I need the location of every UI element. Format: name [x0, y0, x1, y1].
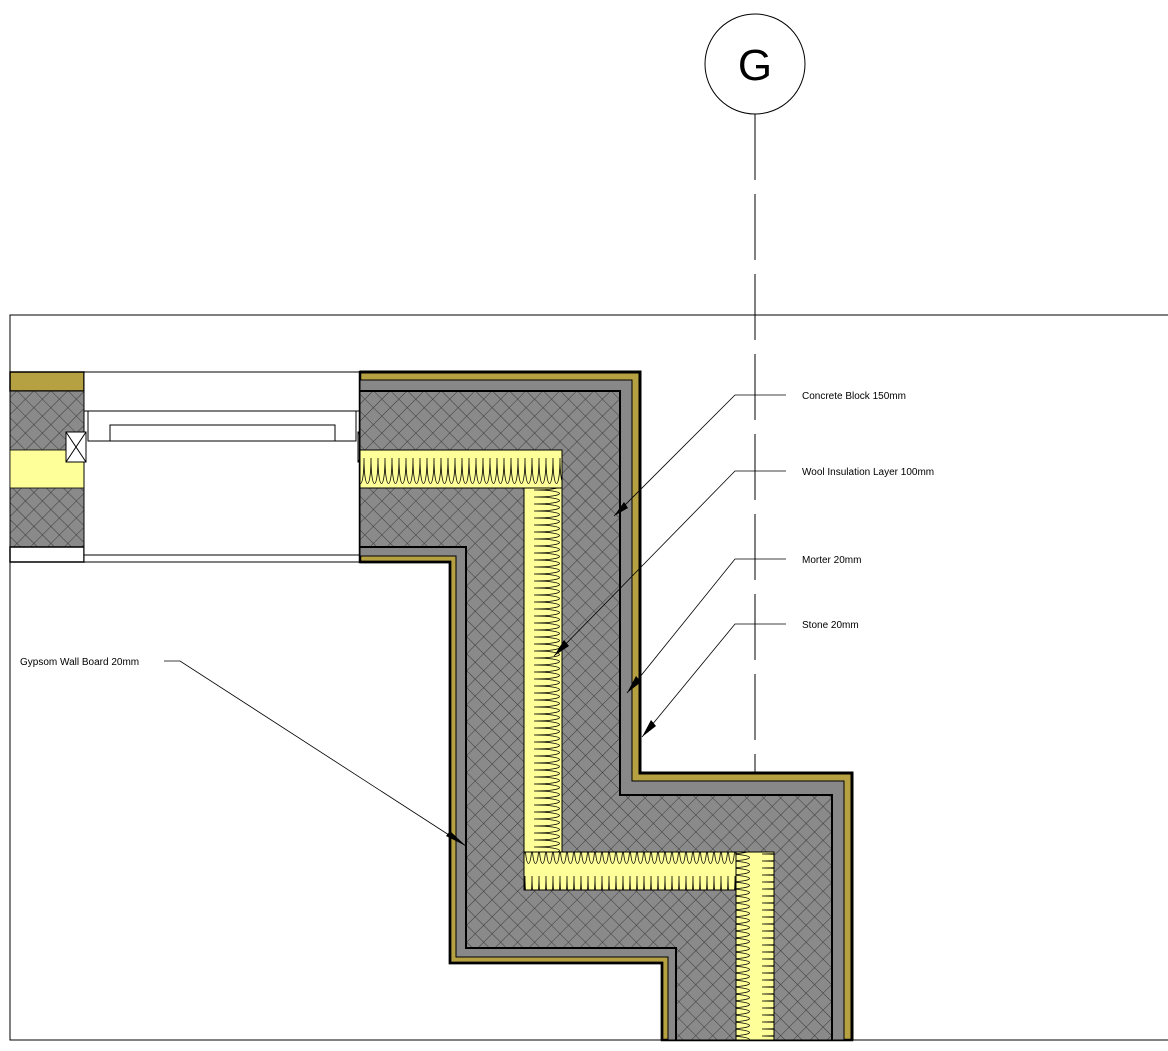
detail-frame: [9, 314, 1168, 1041]
callout-arrowheads: [446, 502, 656, 846]
leader-concrete-block: [613, 394, 786, 517]
arrow-gypsum-board: [446, 831, 466, 846]
label-morter: Morter 20mm: [802, 555, 861, 566]
label-stone: Stone 20mm: [802, 620, 859, 631]
insulation-lower-vertical: [735, 851, 775, 1041]
label-concrete-block: Concrete Block 150mm: [802, 391, 906, 402]
callout-leaders: [164, 394, 786, 847]
stone-outer-edge: [360, 370, 854, 1040]
insulation-upper-horizontal: [359, 449, 563, 489]
arrow-concrete-block: [614, 502, 628, 516]
arrow-morter: [627, 676, 641, 693]
arrow-wool-insulation: [554, 640, 569, 656]
leader-morter: [626, 558, 786, 694]
left-wall-segment: [9, 371, 85, 563]
leader-stone: [641, 623, 786, 738]
gypsum-board-inner-edge: [360, 560, 664, 1040]
label-wool-insulation: Wool Insulation Layer 100mm: [802, 467, 934, 478]
block-interior-edge: [360, 546, 677, 1040]
arrow-stone: [642, 720, 656, 737]
insulation-upper-vertical: [523, 449, 563, 891]
leader-wool-insulation: [553, 470, 786, 657]
mortar-inner-edge: [360, 390, 833, 1040]
label-gypsum-board: Gypsom Wall Board 20mm: [20, 657, 139, 668]
leader-gypsum-board: [164, 660, 467, 847]
grid-letter: G: [738, 41, 772, 90]
window-opening: [65, 371, 379, 563]
insulation-lower-horizontal: [523, 851, 775, 891]
stepped-wall-assembly: [358, 370, 854, 1042]
gypsum-board-layer: [360, 555, 669, 1040]
